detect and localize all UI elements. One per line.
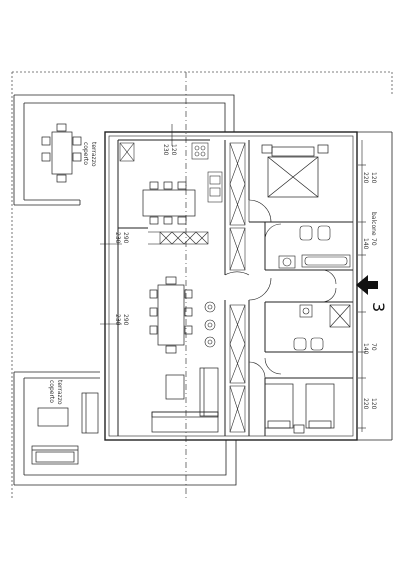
dim-kitchen-230: 230 — [162, 144, 169, 156]
dim-left-lower-290: 290 — [122, 314, 129, 326]
terrace-top-label-1: terrazzo — [90, 142, 97, 167]
dimension-lines — [100, 124, 173, 325]
dim-left-lower-230: 230 — [114, 314, 121, 326]
dim-left-upper-230: 230 — [114, 232, 121, 244]
bathroom-fixtures — [278, 225, 351, 351]
kitchen-dining-table — [142, 181, 196, 225]
master-bed — [261, 144, 329, 198]
terrace-bottom-label-2: coperto — [48, 380, 55, 403]
dim-right-mid-70: 70 — [370, 238, 377, 246]
dim-right-top-120: 120 — [370, 172, 377, 184]
dim-kitchen-120: 120 — [170, 144, 177, 156]
terrace-top-table — [41, 123, 82, 183]
living-sofa — [151, 367, 219, 433]
terrace-top-outline — [13, 94, 235, 206]
terrace-bottom-outline — [13, 371, 237, 486]
terrace-bottom-label-1: terrazzo — [56, 380, 63, 405]
dim-right-bottom-120: 120 — [370, 398, 377, 410]
terrace-top-label-2: coperto — [82, 142, 89, 165]
living-dining-table — [149, 276, 193, 354]
terrace-bottom-furniture — [31, 392, 99, 465]
dim-right-low-140: 140 — [362, 343, 369, 355]
dim-right-bottom-220: 220 — [362, 398, 369, 410]
apartment-walls — [104, 131, 393, 441]
dim-right-top-220: 220 — [362, 172, 369, 184]
north-arrow-icon — [356, 275, 378, 295]
north-arrow-label: 3 — [369, 302, 388, 312]
site-boundary — [11, 71, 393, 500]
dim-right-mid-140: 140 — [362, 238, 369, 250]
wardrobes — [229, 142, 246, 433]
dim-right-low-70: 70 — [370, 343, 377, 351]
plants-icon — [204, 301, 216, 348]
twin-beds — [264, 383, 335, 434]
balcony-label: balcone — [370, 212, 377, 236]
kitchen-island — [148, 231, 209, 245]
dim-left-upper-290: 290 — [122, 232, 129, 244]
door-swings — [224, 199, 337, 379]
kitchen-counter — [119, 142, 223, 203]
